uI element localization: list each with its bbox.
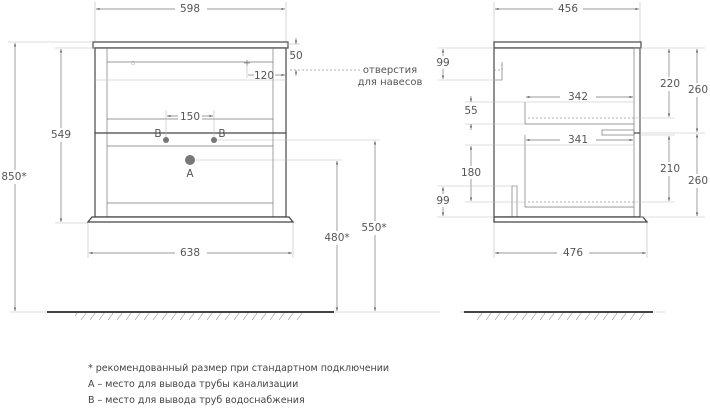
note-recommended: * рекомендованный размер при стандартном… xyxy=(88,363,389,374)
dim-lower-drawer-inner: 210 xyxy=(660,163,680,175)
drain-label: A xyxy=(186,168,194,180)
dim-upper-front: 260 xyxy=(688,84,708,96)
water-outlet-left xyxy=(163,137,169,143)
dim-lower-drawer-offset: 180 xyxy=(461,167,481,179)
dim-upper-drawer-gap: 55 xyxy=(464,105,477,117)
lower-drawer xyxy=(524,135,634,208)
dim-hole-vertical: 50 xyxy=(289,50,302,62)
dim-drain-height: 480* xyxy=(324,232,349,244)
note-water: В – место для вывода труб водоснабжения xyxy=(88,395,305,406)
floor-hatch xyxy=(75,313,305,320)
side-view: 456 99 342 55 341 180 99 xyxy=(434,2,709,320)
dim-lower-front: 260 xyxy=(688,175,708,187)
hole-note-line1: отверстия xyxy=(363,65,417,76)
dim-upper-drawer-depth: 342 xyxy=(568,91,588,103)
dim-water-spacing: 150 xyxy=(180,111,200,123)
dim-height-total: 850* xyxy=(1,171,26,183)
water-label-left: B xyxy=(154,128,161,140)
dim-water-height: 550* xyxy=(361,222,386,234)
dim-width-top: 598 xyxy=(180,3,200,15)
countertop xyxy=(92,41,289,49)
dim-hole-horizontal: 120 xyxy=(254,70,274,82)
dim-width-bottom: 638 xyxy=(180,247,200,259)
hole-note-line2: для навесов xyxy=(358,77,423,88)
dim-bottom-post-height: 99 xyxy=(436,195,449,207)
dim-upper-drawer-inner: 220 xyxy=(660,78,680,90)
footnotes: * рекомендованный размер при стандартном… xyxy=(88,363,389,406)
drawer-handle xyxy=(601,129,635,136)
water-label-right: B xyxy=(218,128,225,140)
dim-lower-drawer-depth: 341 xyxy=(568,134,588,146)
dim-height-body: 549 xyxy=(51,129,71,141)
plinth xyxy=(86,216,295,223)
drain-outlet xyxy=(185,155,195,165)
dim-depth-top: 456 xyxy=(558,3,578,15)
dim-depth-bottom: 476 xyxy=(563,247,583,259)
note-drain: А – место для вывода трубы канализации xyxy=(88,379,298,390)
dim-hook-height: 99 xyxy=(436,57,449,69)
front-view: 598 549 850* 50 120 отверстия для навесо… xyxy=(0,2,440,320)
water-outlet-right xyxy=(211,137,217,143)
side-cabinet-body xyxy=(493,47,641,218)
